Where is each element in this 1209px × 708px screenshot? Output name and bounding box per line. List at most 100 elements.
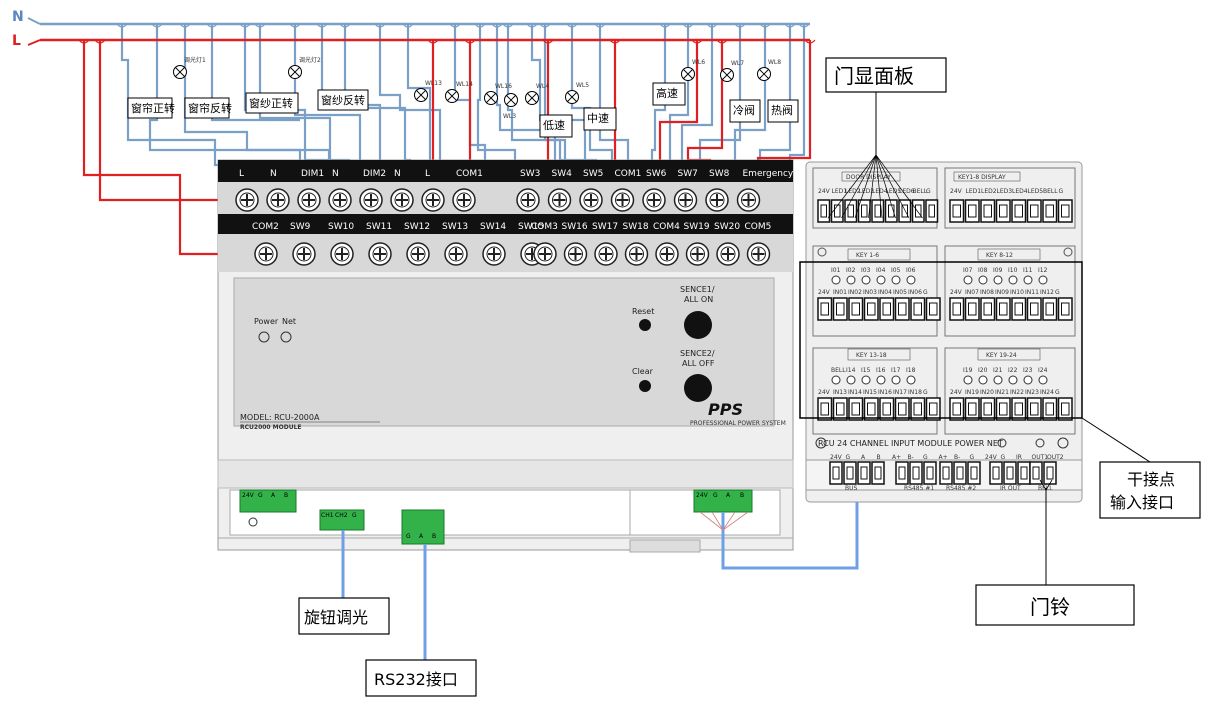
panel-terminal-slot bbox=[983, 402, 992, 416]
key-pin-label: IN06 bbox=[908, 289, 922, 296]
bottom-terminal-label: SW19 bbox=[684, 222, 710, 232]
panel-terminal bbox=[871, 199, 885, 223]
key-led bbox=[876, 275, 886, 285]
key-pin-label: IN08 bbox=[980, 289, 994, 296]
panel-terminal-slot bbox=[901, 204, 908, 218]
panel-terminal-slot bbox=[820, 402, 829, 416]
bottom-screw-inner bbox=[537, 246, 553, 262]
panel-terminal bbox=[953, 461, 967, 485]
svg-text:G: G bbox=[258, 492, 263, 499]
scene1-label-line2: ALL ON bbox=[684, 295, 713, 304]
top-terminal-label: SW4 bbox=[552, 169, 573, 179]
key-group-title: KEY 8-12 bbox=[986, 252, 1013, 259]
key-pin-label: IN04 bbox=[878, 289, 892, 296]
panel-terminal bbox=[980, 297, 996, 321]
panel-pin-label: LED6 bbox=[899, 188, 915, 195]
bottom-terminal-label: SW9 bbox=[290, 222, 311, 232]
scene1-button[interactable] bbox=[684, 311, 712, 339]
panel-terminal-slot bbox=[834, 204, 841, 218]
panel-bottom-pin: A+ bbox=[939, 454, 948, 461]
panel-bottom-pin: B- bbox=[908, 454, 914, 461]
panel-bottom-pin: B- bbox=[954, 454, 960, 461]
blue-wire bbox=[495, 24, 557, 240]
panel-terminal-slot bbox=[820, 204, 827, 218]
panel-terminal bbox=[832, 397, 848, 421]
load-box-label: 高速 bbox=[656, 86, 678, 100]
top-terminal-label: L bbox=[239, 169, 244, 179]
key-pin-label: IN16 bbox=[878, 389, 892, 396]
panel-terminal bbox=[863, 297, 879, 321]
panel-terminal bbox=[1003, 461, 1017, 485]
callout-fan-line bbox=[854, 154, 877, 219]
svg-text:G: G bbox=[713, 492, 718, 499]
load-box-label: 中速 bbox=[587, 112, 609, 125]
key-led-label: I18 bbox=[906, 367, 916, 374]
panel-terminal bbox=[857, 199, 871, 223]
panel-terminal-slot bbox=[874, 204, 881, 218]
red-wire bbox=[98, 40, 236, 202]
lamp-cross bbox=[567, 92, 577, 102]
key-pin-label: IN02 bbox=[848, 289, 862, 296]
lamp-label: WL16 bbox=[495, 83, 512, 90]
panel-pin-label: LED3 bbox=[997, 188, 1013, 195]
panel-terminal-slot bbox=[1061, 402, 1070, 416]
bottom-terminal-label: SW18 bbox=[623, 222, 649, 232]
lamp-label: 调光灯2 bbox=[299, 56, 321, 64]
key-led-label: I05 bbox=[891, 267, 901, 274]
panel-terminal bbox=[894, 297, 910, 321]
panel-terminal-slot bbox=[867, 302, 876, 316]
key-led bbox=[846, 275, 856, 285]
lamp-label: WL5 bbox=[576, 82, 589, 89]
top-terminal-label: Emergency bbox=[743, 169, 794, 179]
bottom-terminal-label: COM4 bbox=[653, 222, 680, 232]
knob-dimming-box bbox=[298, 597, 390, 635]
panel-terminal-slot bbox=[898, 302, 907, 316]
dry-contact-line2: 输入接口 bbox=[1110, 493, 1174, 512]
key-led bbox=[1038, 375, 1048, 385]
bus-n-label: N bbox=[12, 9, 24, 25]
top-terminal-label: SW8 bbox=[709, 169, 730, 179]
panel-terminal-slot bbox=[992, 466, 1000, 480]
top-screw-inner bbox=[552, 192, 567, 208]
key-led bbox=[906, 275, 916, 285]
top-screw-inner bbox=[239, 192, 255, 208]
key-group-title-frame bbox=[847, 348, 911, 361]
doorbell-box bbox=[975, 584, 1135, 626]
key-led bbox=[1008, 275, 1018, 285]
panel-terminal-slot bbox=[1046, 466, 1054, 480]
callout-fan-lines bbox=[827, 154, 923, 219]
door-display-panel-label: 门显面板 bbox=[834, 64, 914, 88]
bottom-terminal-label: SW14 bbox=[480, 222, 506, 232]
panel-terminal bbox=[832, 297, 848, 321]
key-pin-label: IN14 bbox=[848, 389, 862, 396]
key-led-label: I14 bbox=[846, 367, 856, 374]
panel-terminal-slot bbox=[1030, 302, 1039, 316]
panel-pin-label: LED3 bbox=[859, 188, 875, 195]
key-led bbox=[993, 275, 1003, 285]
scene2-button[interactable] bbox=[684, 374, 712, 402]
panel-terminal-slot bbox=[1020, 466, 1028, 480]
key-led-label: I19 bbox=[963, 367, 973, 374]
reset-button[interactable] bbox=[639, 319, 651, 331]
panel-bottom-group: RS485 #1 bbox=[904, 485, 934, 492]
panel-terminal-slot bbox=[1030, 204, 1039, 218]
connector-dimmer: CH1 CH2 G bbox=[319, 509, 365, 531]
panel-pin-label: LED2 bbox=[981, 188, 997, 195]
svg-text:A: A bbox=[726, 492, 731, 499]
panel-terminal-slot bbox=[913, 402, 922, 416]
load-box-label: 窗纱正转 bbox=[249, 96, 293, 110]
panel-terminal-slot bbox=[915, 204, 922, 218]
panel-pin-label: LED1 bbox=[966, 188, 982, 195]
door-display-panel-box bbox=[825, 57, 947, 93]
panel-terminal-slot bbox=[832, 466, 840, 480]
panel-bottom-pin: 24V bbox=[830, 454, 843, 461]
clear-button[interactable] bbox=[639, 380, 651, 392]
lamp-label: WL13 bbox=[425, 80, 442, 87]
panel-terminal-slot bbox=[1014, 402, 1023, 416]
bottom-screw-inner bbox=[410, 246, 426, 262]
key-pin-label: IN09 bbox=[995, 289, 1009, 296]
top-terminal-label: COM1 bbox=[615, 169, 642, 179]
key-led bbox=[831, 275, 841, 285]
bus-l-label: L bbox=[12, 33, 21, 49]
